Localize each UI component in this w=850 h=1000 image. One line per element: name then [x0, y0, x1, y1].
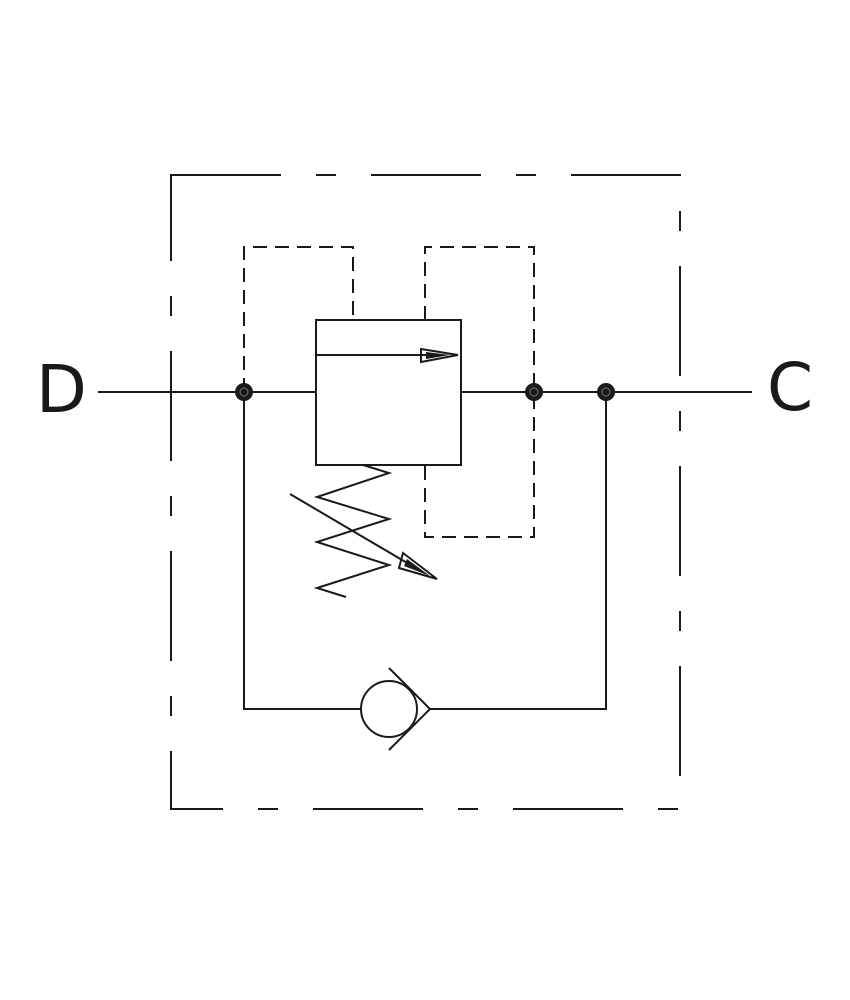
relief-valve-flow-arrow-icon — [316, 347, 459, 364]
adjustable-spring-icon — [289, 464, 438, 598]
port-label-d: D — [36, 351, 87, 428]
valve-enclosure-outline — [170, 174, 681, 810]
relief-valve-body — [315, 319, 462, 466]
bypass-line-right — [430, 392, 607, 710]
port-label-c: C — [767, 349, 814, 426]
bypass-line-left — [243, 392, 361, 710]
junction-dot-icon — [525, 383, 543, 401]
junction-dot-icon — [235, 383, 253, 401]
pilot-line-left — [243, 246, 354, 392]
junction-dot-icon — [597, 383, 615, 401]
check-valve-icon — [360, 667, 432, 751]
